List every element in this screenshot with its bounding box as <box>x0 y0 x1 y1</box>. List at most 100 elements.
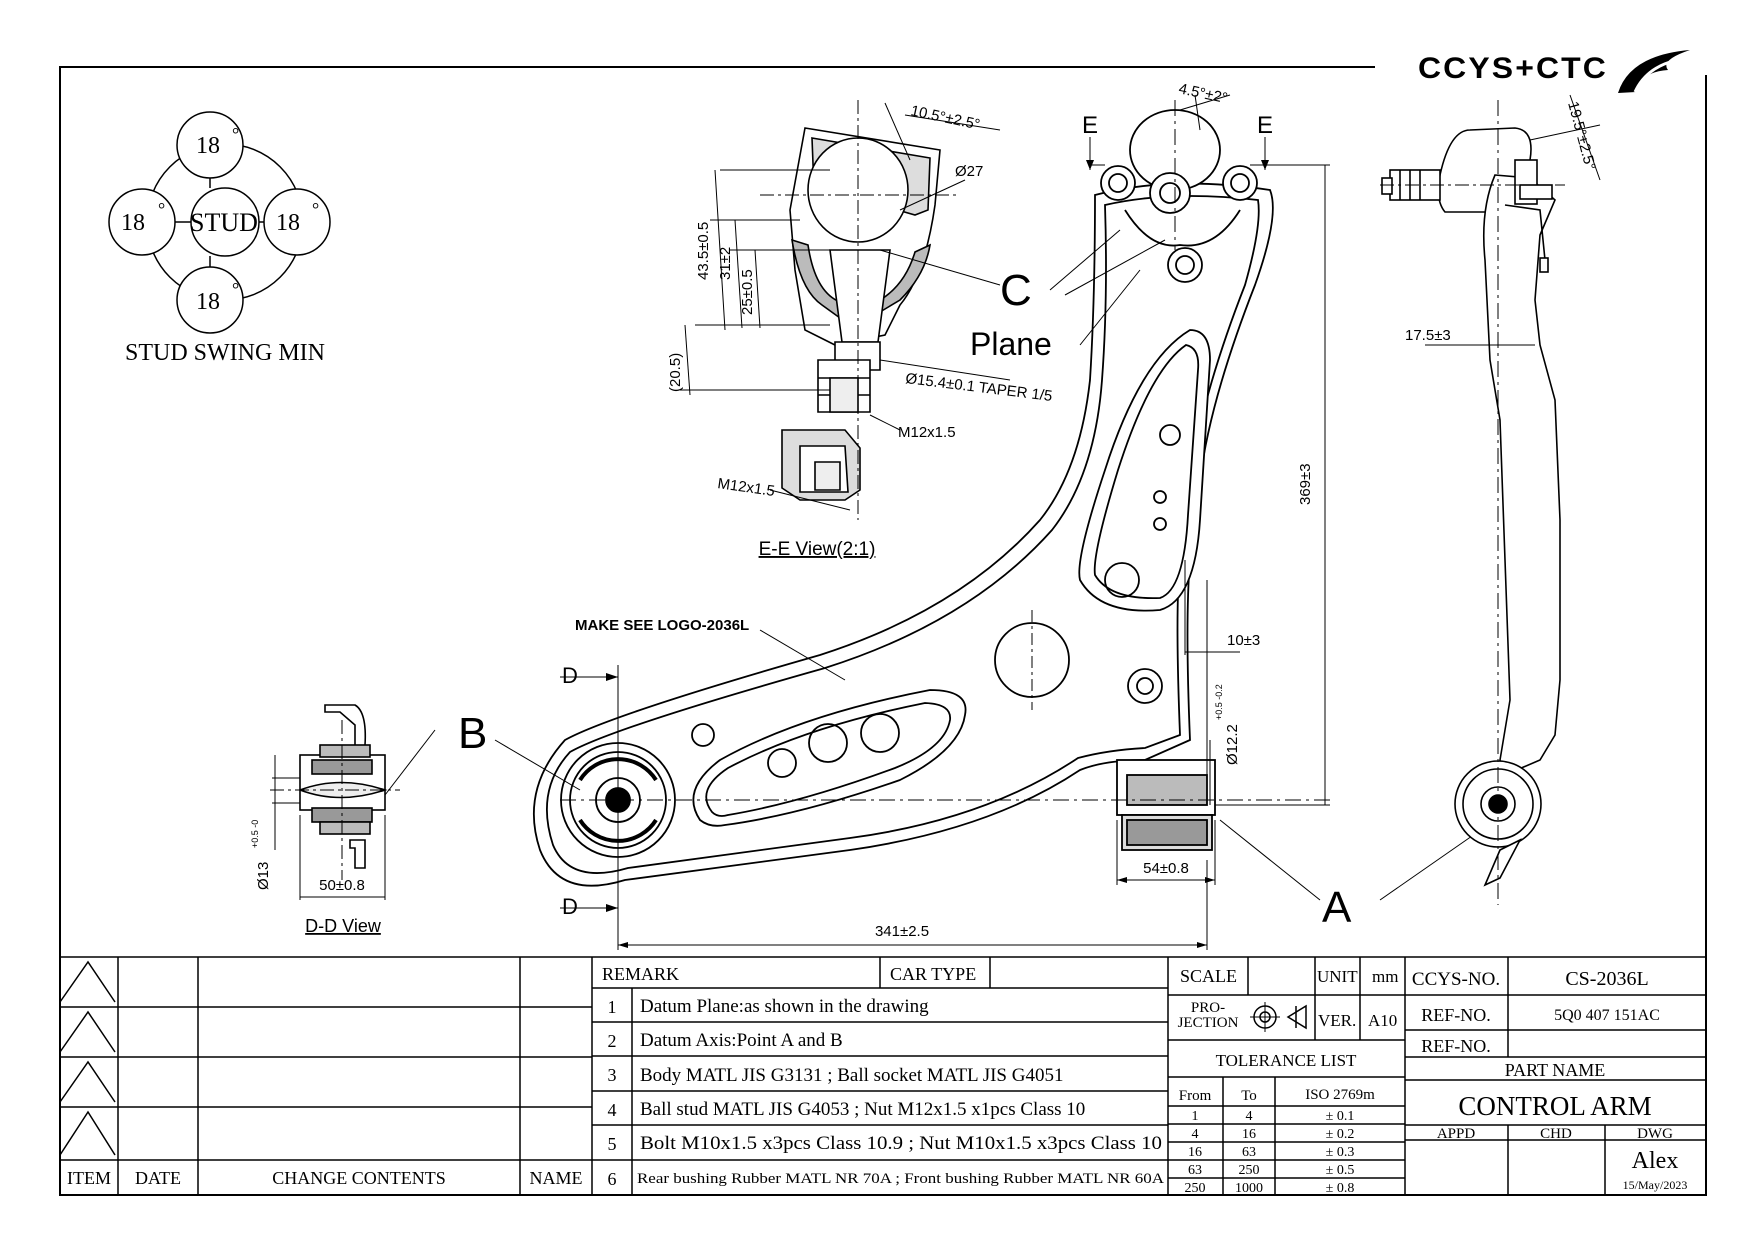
dd-dia: Ø13 <box>255 862 272 890</box>
stud-swing-title: STUD SWING MIN <box>125 340 325 366</box>
svg-text:°: ° <box>158 199 165 219</box>
ee-view-title: E-E View(2:1) <box>759 539 876 560</box>
svg-text:63: 63 <box>1188 1163 1202 1178</box>
remark-1: Datum Plane:as shown in the drawing <box>640 996 929 1017</box>
dd-section-view <box>270 704 436 900</box>
ee-h4: (20.5) <box>667 353 684 392</box>
dd-width: 50±0.8 <box>319 877 365 894</box>
svg-text:± 0.2: ± 0.2 <box>1326 1127 1355 1142</box>
svg-text:2: 2 <box>608 1031 617 1051</box>
svg-text:1000: 1000 <box>1235 1181 1263 1196</box>
svg-text:6: 6 <box>608 1169 617 1189</box>
title-block <box>1405 957 1706 1195</box>
remark-2: Datum Axis:Point A and B <box>640 1030 843 1051</box>
ee-section-view <box>760 100 960 520</box>
svg-text:63: 63 <box>1242 1145 1256 1160</box>
header-change-contents: CHANGE CONTENTS <box>272 1168 446 1188</box>
svg-text:°: ° <box>232 279 239 299</box>
part-name: CONTROL ARM <box>1458 1091 1651 1121</box>
remark-header: REMARK <box>602 964 679 984</box>
svg-text:To: To <box>1241 1088 1257 1104</box>
part-name-label: PART NAME <box>1505 1060 1605 1080</box>
remark-texts: REMARK CAR TYPE 1 Datum Plane:as shown i… <box>602 964 1164 1189</box>
chd-label: CHD <box>1540 1126 1572 1142</box>
dim-length: 341±2.5 <box>875 923 929 940</box>
svg-text:°: ° <box>232 124 239 144</box>
datum-b-label: B <box>458 709 487 758</box>
stud-swing-labels: STUD 18 ° 18 ° 18 ° 18 ° STUD SWING MIN <box>121 124 325 366</box>
svg-text:250: 250 <box>1239 1163 1260 1178</box>
datum-a-label: A <box>1322 883 1352 932</box>
scale-tolerance-texts: SCALE UNIT mm PRO-JECTION VER. A10 TOLER… <box>1178 966 1399 1196</box>
tolerance-title: TOLERANCE LIST <box>1216 1051 1357 1070</box>
section-d-top: D <box>562 663 578 688</box>
stud-label: STUD <box>190 208 258 237</box>
side-offset: 17.5±3 <box>1405 327 1451 344</box>
logo-text: CCYS+CTC <box>1418 52 1608 85</box>
ref1-label: REF-NO. <box>1421 1005 1491 1025</box>
scale-label: SCALE <box>1180 966 1237 986</box>
remark-3: Body MATL JIS G3131 ; Ball socket MATL J… <box>640 1065 1063 1086</box>
title-block-texts: CCYS-NO. CS-2036L REF-NO. 5Q0 407 151AC … <box>1412 968 1687 1192</box>
main-dimension-lines <box>494 94 1496 950</box>
scale-tolerance-block <box>1168 957 1406 1195</box>
remark-table <box>592 957 1169 1195</box>
svg-text:°: ° <box>312 199 319 219</box>
svg-text:4: 4 <box>608 1100 617 1120</box>
section-e-left: E <box>1082 112 1098 139</box>
swing-angle-left: 18 <box>121 210 145 236</box>
svg-text:From: From <box>1179 1088 1212 1104</box>
ccys-value: CS-2036L <box>1565 968 1648 990</box>
remark-4: Ball stud MATL JIS G4053 ; Nut M12x1.5 x… <box>640 1099 1085 1120</box>
company-logo: CCYS+CTC <box>1418 50 1690 93</box>
dim-bush-tol: +0.5 -0.2 <box>1214 684 1224 720</box>
svg-text:± 0.5: ± 0.5 <box>1326 1163 1355 1178</box>
header-name: NAME <box>530 1168 583 1188</box>
svg-text:16: 16 <box>1242 1127 1256 1142</box>
svg-text:4: 4 <box>1192 1127 1199 1142</box>
svg-text:16: 16 <box>1188 1145 1202 1160</box>
header-item: ITEM <box>67 1168 111 1188</box>
stud-swing-diagram <box>108 111 331 334</box>
sheet-border <box>59 66 1707 1196</box>
dim-height: 369±3 <box>1297 463 1314 505</box>
ref2-label: REF-NO. <box>1421 1036 1491 1056</box>
section-d-bottom: D <box>562 894 578 919</box>
svg-text:4: 4 <box>1246 1109 1253 1124</box>
swing-angle-top: 18 <box>196 133 220 159</box>
revision-headers: ITEM DATE CHANGE CONTENTS NAME <box>67 1168 583 1188</box>
dim-10: 10±3 <box>1227 632 1260 649</box>
dim-bush-dia: Ø12.2 <box>1224 724 1241 765</box>
datum-plane-label: Plane <box>970 326 1052 362</box>
unit-value: mm <box>1372 967 1398 986</box>
control-arm-main-view <box>532 100 1330 887</box>
svg-text:5: 5 <box>608 1134 617 1154</box>
projection-label: PRO-JECTION <box>1178 1000 1239 1031</box>
ver-value: A10 <box>1368 1011 1397 1030</box>
dd-view-labels: 50±0.8 Ø13 +0.5 -0 D-D View <box>250 820 382 936</box>
main-arrow-icons <box>606 160 1269 948</box>
swing-angle-bottom: 18 <box>196 289 220 315</box>
svg-text:1: 1 <box>608 997 617 1017</box>
ccys-label: CCYS-NO. <box>1412 969 1500 990</box>
ver-label: VER. <box>1318 1011 1356 1030</box>
dd-dia-tol: +0.5 -0 <box>250 820 260 848</box>
side-view <box>1380 94 1601 905</box>
drawing-date: 15/May/2023 <box>1623 1178 1688 1192</box>
logo-swoosh-icon <box>1618 50 1690 93</box>
datum-c-label: C <box>1000 266 1032 315</box>
svg-text:ISO 2769m: ISO 2769m <box>1305 1087 1375 1103</box>
svg-text:± 0.8: ± 0.8 <box>1326 1181 1355 1196</box>
remark-5: Bolt M10x1.5 x3pcs Class 10.9 ; Nut M10x… <box>640 1133 1162 1154</box>
appd-label: APPD <box>1437 1126 1476 1142</box>
dd-view-title: D-D View <box>305 916 382 936</box>
revision-table <box>59 956 1706 1195</box>
car-type-label: CAR TYPE <box>890 964 976 984</box>
ee-dimension-lines <box>680 102 1011 511</box>
dim-54: 54±0.8 <box>1143 860 1189 877</box>
svg-text:3: 3 <box>608 1065 617 1085</box>
swing-angle-right: 18 <box>276 210 300 236</box>
section-e-right: E <box>1257 112 1273 139</box>
logo-note: MAKE SEE LOGO-2036L <box>575 617 749 634</box>
